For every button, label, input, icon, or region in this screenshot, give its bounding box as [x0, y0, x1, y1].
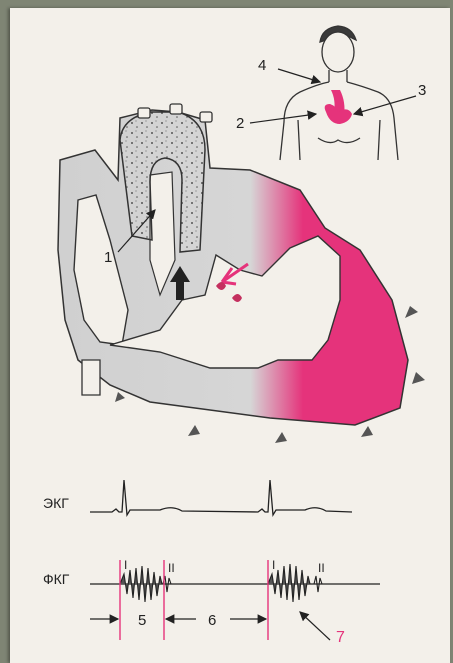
pcg-label: ФКГ	[43, 571, 70, 587]
ecg-trace	[90, 480, 352, 515]
chest	[318, 138, 360, 143]
aorta-vessel-1	[138, 108, 150, 118]
tone-II-2: II	[318, 561, 325, 575]
tone-II-1: II	[168, 561, 175, 575]
interval-5: 5	[138, 612, 146, 629]
tone-I-1: I	[124, 558, 127, 572]
callout-1: 1	[104, 249, 112, 266]
callout-2: 2	[236, 115, 244, 132]
marker-7: 7	[336, 629, 345, 646]
aorta-vessel-3	[200, 112, 212, 122]
person-figure	[280, 26, 398, 160]
vena-cava	[82, 360, 100, 395]
heart-section	[58, 104, 425, 443]
interval-6: 6	[208, 612, 216, 629]
head	[322, 32, 354, 72]
aorta-vessel-2	[170, 104, 182, 114]
tone-I-2: I	[272, 558, 275, 572]
ecg-label: ЭКГ	[43, 495, 69, 511]
callout-4: 4	[258, 57, 266, 74]
callout-3: 3	[418, 82, 426, 99]
